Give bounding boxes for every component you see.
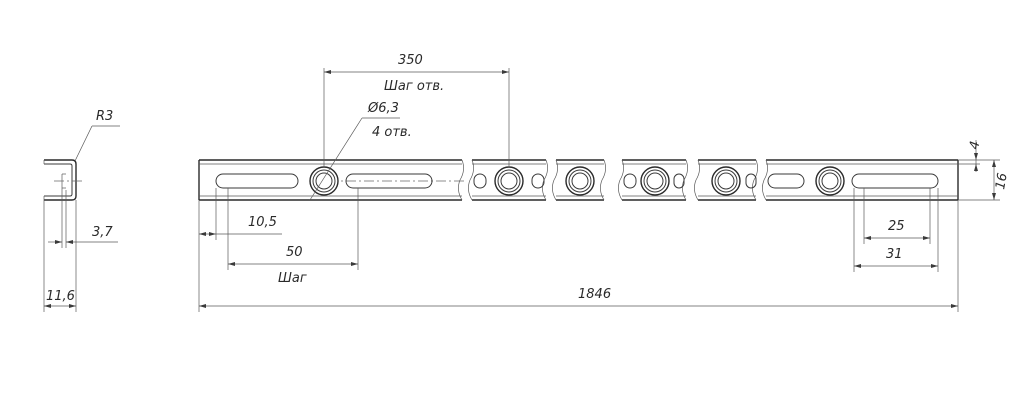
flange-width-dimension: 3,7 (48, 188, 118, 248)
hole-pitch-label: 350 (398, 53, 423, 68)
cross-section-profile (43, 159, 82, 201)
bend-radius-label: R3 (96, 109, 113, 124)
flange-width-label: 3,7 (92, 225, 113, 240)
slot (767, 173, 805, 189)
slot-outer-length-dimension: 31 (853, 188, 939, 272)
slot (215, 173, 299, 189)
hole (494, 166, 524, 196)
total-length-dimension: 1846 (198, 200, 959, 312)
profile-width-label: 11,6 (46, 289, 75, 304)
rail-body (198, 159, 959, 201)
slot-inner-length-label: 25 (888, 219, 905, 234)
hole (815, 166, 845, 196)
profile-width-dimension: 11,6 (43, 200, 77, 312)
slot-inner-length-dimension: 25 (863, 188, 931, 244)
slot-offset-label: 10,5 (248, 215, 277, 230)
rail-slots (215, 173, 939, 189)
rail-height-label: 16 (993, 172, 1011, 191)
bend-radius-callout: R3 (74, 109, 120, 162)
rail-holes (309, 166, 845, 196)
total-length-label: 1846 (578, 287, 611, 302)
slot (531, 173, 545, 189)
slot-pitch-dimension: 50 Шаг (227, 188, 359, 286)
slot (673, 173, 685, 189)
slot-outer-length-label: 31 (886, 247, 903, 262)
slot-pitch-label: 50 (286, 245, 303, 260)
slot (473, 173, 487, 189)
edge-distance-label: 4 (967, 140, 983, 151)
hole-count-label: 4 отв. (372, 125, 412, 140)
hole-diameter-label: Ø6,3 (367, 101, 399, 116)
hole (640, 166, 670, 196)
hole (711, 166, 741, 196)
slot (745, 173, 757, 189)
hole (309, 166, 339, 196)
hole-diameter-callout: Ø6,3 4 отв. (309, 101, 412, 201)
slot (623, 173, 637, 189)
hole-pitch-note: Шаг отв. (384, 79, 444, 94)
slot (851, 173, 939, 189)
slot-pitch-note: Шаг (278, 271, 307, 286)
hole (565, 166, 595, 196)
slot-offset-dimension: 10,5 (199, 188, 282, 240)
slot (345, 173, 433, 189)
rail-height-dimensions: 4 16 (958, 140, 1011, 201)
hole-pitch-dimension: 350 Шаг отв. (323, 53, 510, 166)
